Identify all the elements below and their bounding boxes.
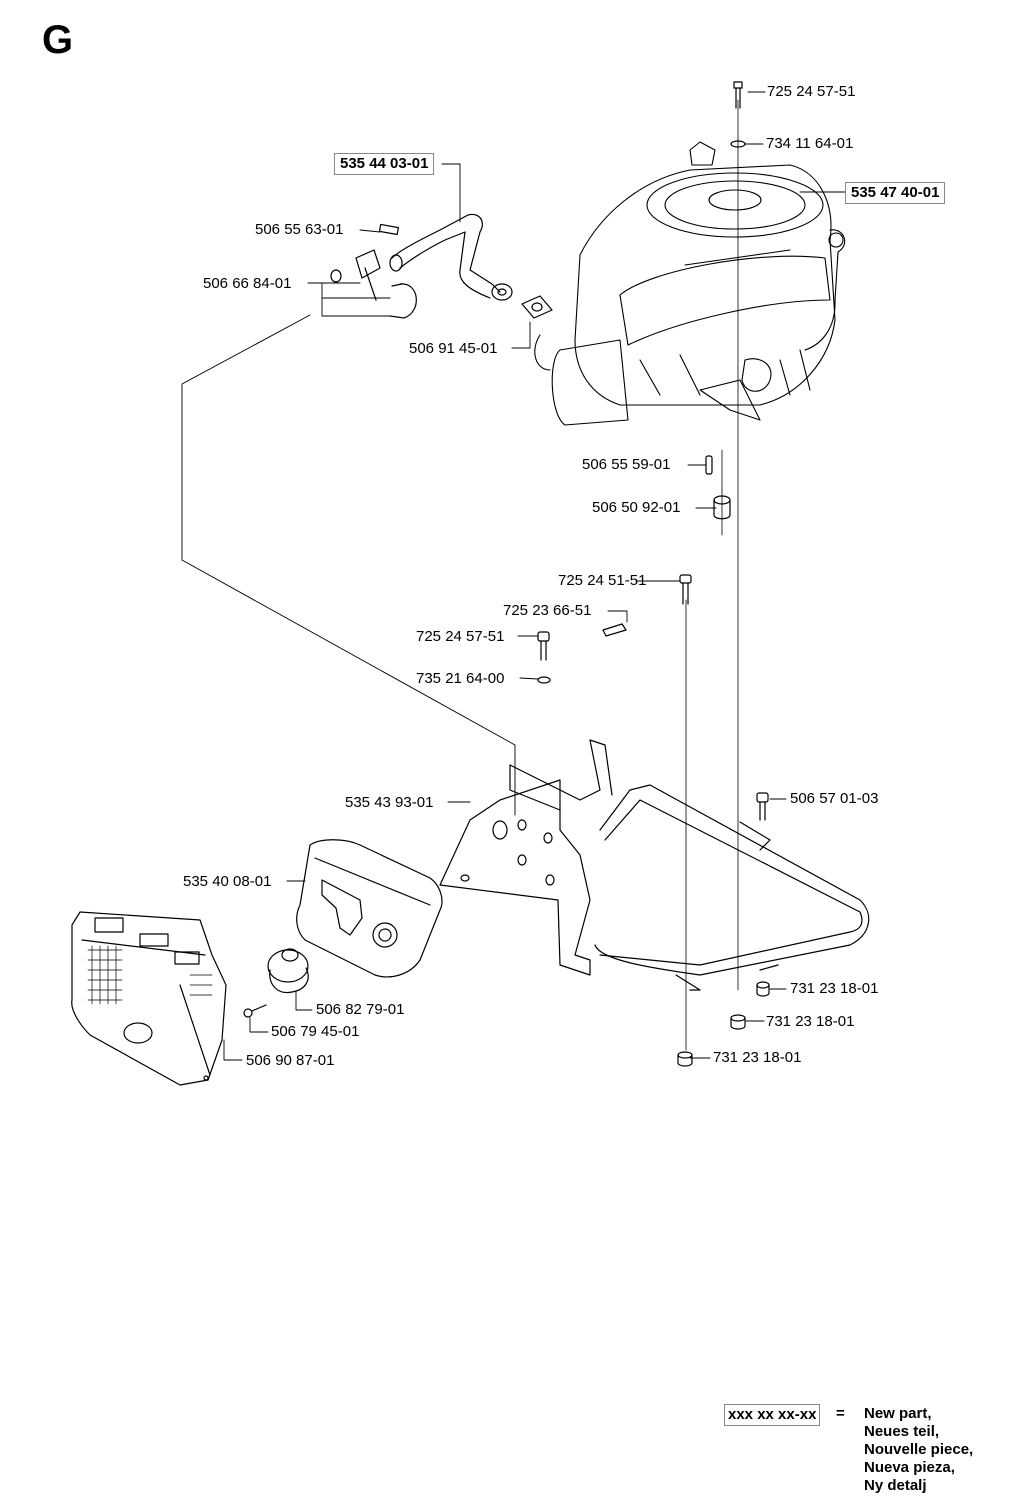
spacers [677,981,770,1067]
leader-lines [181,91,847,1061]
part-label: 535 40 08-01 [183,873,272,890]
part-label: 535 43 93-01 [345,794,434,811]
frame-bolt [756,792,769,821]
part-label: 506 90 87-01 [246,1052,335,1069]
part-label: 506 82 79-01 [316,1001,405,1018]
part-label: 731 23 18-01 [713,1049,802,1066]
gasket [521,295,553,319]
legend-line: Nouvelle piece, [864,1441,974,1458]
part-label: 731 23 18-01 [766,1013,855,1030]
engine [534,141,846,426]
deflector [267,948,309,994]
frame-tube [594,784,870,991]
top-bolt [730,81,746,148]
part-label: 506 55 63-01 [255,221,344,238]
vent-grid [87,945,213,1005]
mount-bolts [537,574,692,684]
fuel-hose [389,213,513,301]
part-label: 506 57 01-03 [790,790,879,807]
part-label: 725 23 66-51 [503,602,592,619]
part-label: 731 23 18-01 [790,980,879,997]
part-label: 735 21 64-00 [416,670,505,687]
legend-equals: = [836,1405,845,1422]
small-screw [243,1004,267,1018]
legend-text: New part, Neues teil, Nouvelle piece, Nu… [864,1405,973,1495]
part-label: 506 91 45-01 [409,340,498,357]
part-label: 725 24 51-51 [558,572,647,589]
spacer-pin [705,455,713,475]
legend-line: Ny detalj [864,1477,927,1494]
part-label: 506 55 59-01 [582,456,671,473]
bushing [713,495,731,520]
legend-line: Nueva pieza, [864,1459,955,1476]
part-label: 506 79 45-01 [271,1023,360,1040]
part-label: 734 11 64-01 [766,135,854,152]
part-label: 506 66 84-01 [203,275,292,292]
legend-code: xxx xx xx-xx [724,1404,821,1426]
muffler-bracket [439,739,613,976]
muffler-guard [71,911,227,1086]
part-label: 725 24 57-51 [767,83,856,100]
part-label: 725 24 57-51 [416,628,505,645]
part-label: 506 50 92-01 [592,499,681,516]
new-part-label: 535 47 40-01 [845,182,946,204]
new-part-label: 535 44 03-01 [334,153,435,175]
legend-line: New part, [864,1405,932,1422]
legend-line: Neues teil, [864,1423,940,1440]
section-letter: G [42,18,74,62]
hose-clamp [330,223,417,319]
muffler [296,839,443,978]
